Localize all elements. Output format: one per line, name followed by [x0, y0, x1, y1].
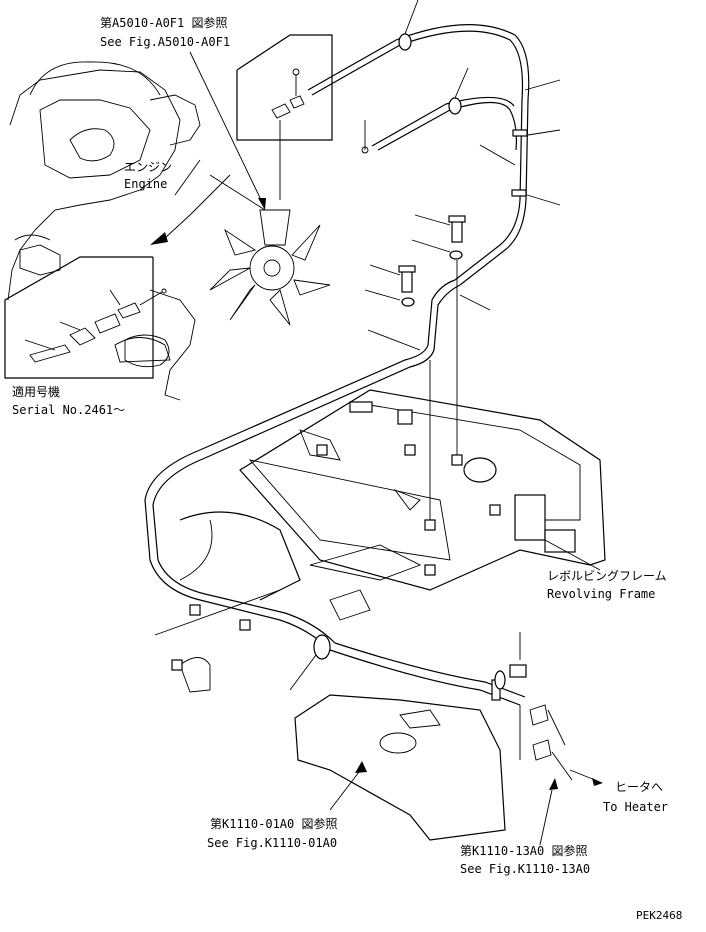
fan-drawing	[209, 209, 331, 326]
heater-connection	[494, 632, 603, 846]
fasteners	[364, 79, 561, 520]
fig-k1310-label-jp: 第K1110-13A0 図参照	[460, 843, 587, 858]
serial-inset	[4, 256, 171, 379]
engine-label-jp: エンジン	[124, 160, 172, 174]
heater-pipes	[144, 0, 530, 706]
engine-drawing	[7, 61, 231, 401]
engine-label-en: Engine	[124, 177, 167, 191]
revolving-frame	[154, 389, 606, 693]
fig-a5010-inset	[236, 34, 333, 200]
fig-k0110-label-jp: 第K1110-01A0 図参照	[210, 816, 337, 831]
heater-label-jp: ヒータへ	[615, 780, 663, 794]
text-labels: 第A5010-A0F1 図参照 See Fig.A5010-A0F1 エンジン …	[12, 15, 682, 922]
heater-label-en: To Heater	[603, 800, 668, 814]
serial-label-jp: 適用号機	[12, 384, 60, 399]
leader-lines	[189, 51, 266, 211]
fig-a5010-label-en: See Fig.A5010-A0F1	[100, 35, 230, 49]
frame-label-jp: レボルビングフレーム	[547, 569, 667, 583]
drawing-code: PEK2468	[636, 909, 682, 922]
fig-k1310-label-en: See Fig.K1110-13A0	[460, 862, 590, 876]
fig-k0110-label-en: See Fig.K1110-01A0	[207, 836, 337, 850]
fig-a5010-label-jp: 第A5010-A0F1 図参照	[100, 15, 227, 30]
serial-label-en: Serial No.2461～	[12, 403, 125, 417]
frame-label-en: Revolving Frame	[547, 587, 655, 601]
floor-plate	[294, 694, 506, 841]
